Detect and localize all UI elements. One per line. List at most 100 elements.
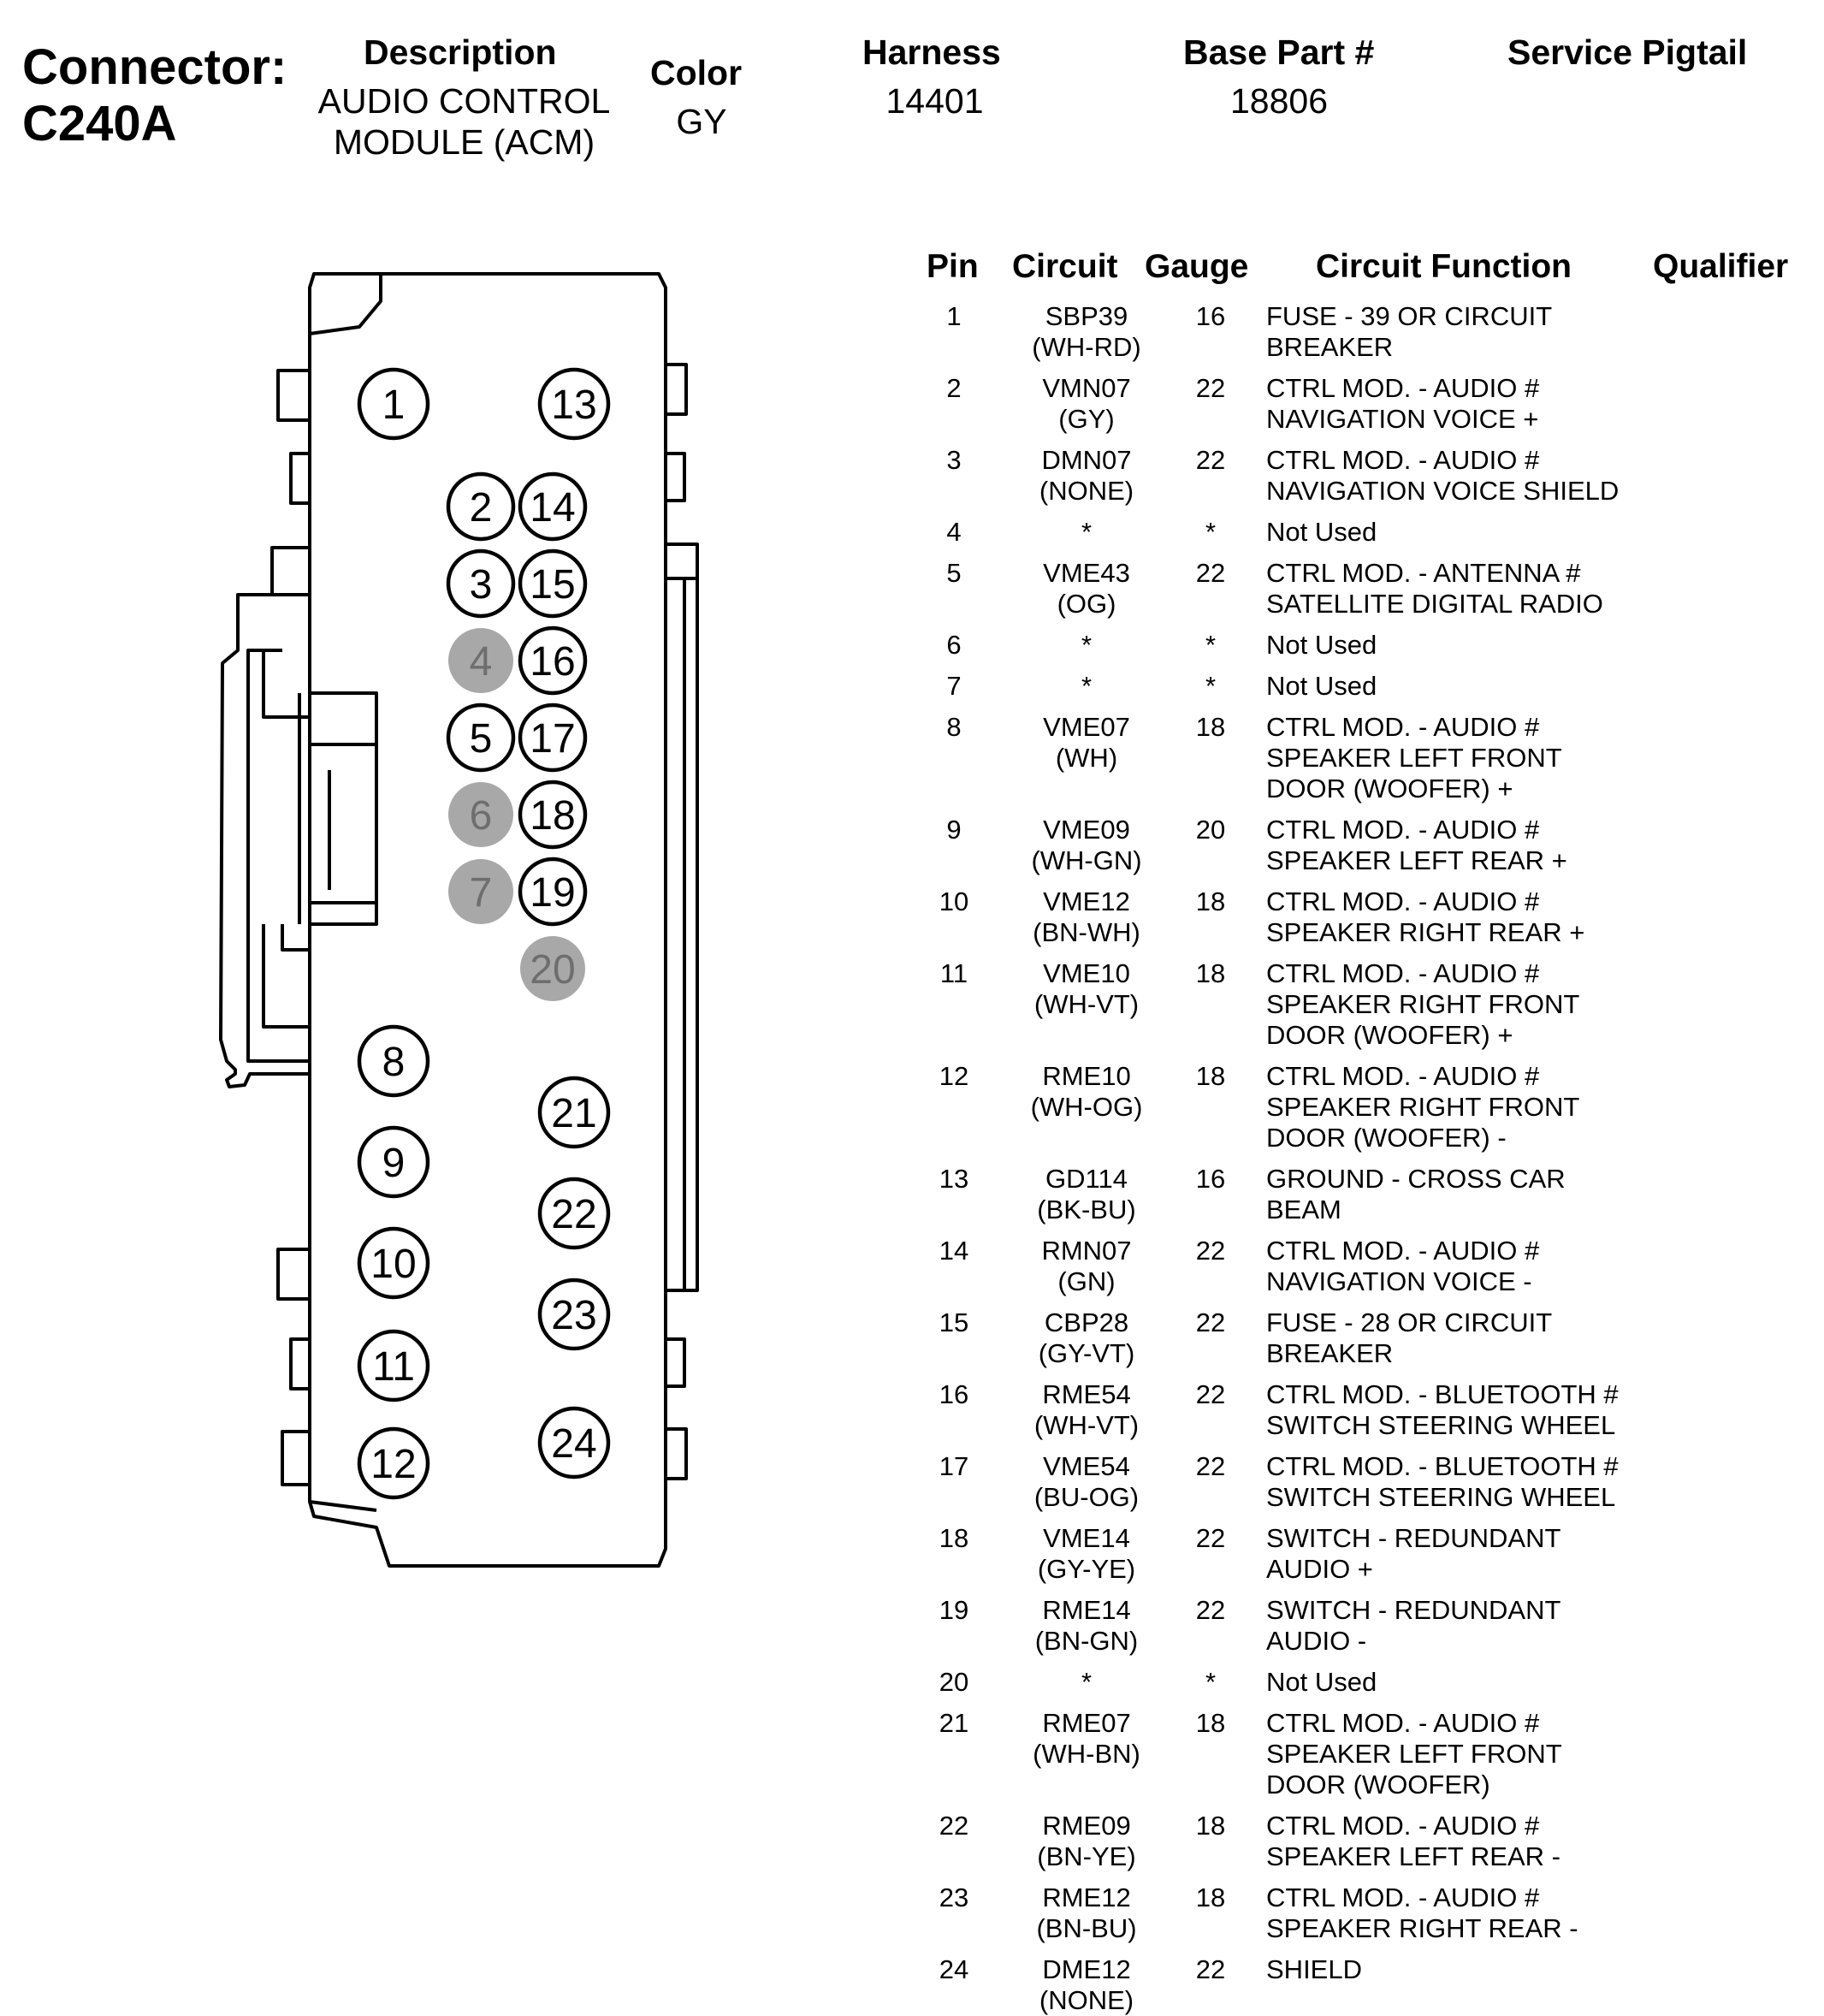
harness-value: 14401	[885, 81, 984, 121]
pin-cavity-circle	[537, 1406, 611, 1479]
circuit-id: CBP28	[1044, 1307, 1129, 1337]
pin-gauge: 18	[1195, 1061, 1226, 1091]
pin-number: 22	[939, 1811, 969, 1841]
pin-cavity-label: 21	[551, 1091, 596, 1136]
pin-number: 21	[939, 1708, 969, 1738]
pin-cavity-label: 6	[470, 793, 493, 839]
pin-circuit: VME14(GY-YE)	[1001, 1523, 1172, 1585]
pin-cavity-label: 19	[530, 870, 575, 916]
pin-cavity-circle	[357, 1226, 430, 1300]
pin-cavity-circle	[446, 703, 516, 773]
pin-function: Not Used	[1266, 517, 1377, 547]
pin-gauge: 18	[1195, 1811, 1226, 1841]
pin-gauge: 22	[1195, 558, 1226, 588]
pin-cavity-circle	[520, 936, 585, 1001]
pin-cavity-circle	[537, 1076, 611, 1149]
pin-gauge: *	[1205, 517, 1217, 547]
pin-cavity-1: 1	[357, 367, 430, 441]
pin-cavity-15: 15	[518, 548, 588, 619]
pin-cavity-19: 19	[518, 857, 588, 927]
wire-color: (BN-BU)	[1036, 1913, 1137, 1943]
pin-cavity-label: 9	[382, 1141, 406, 1186]
pin-function: CTRL MOD. - AUDIO # NAVIGATION VOICE SHI…	[1266, 445, 1620, 506]
pin-circuit: VME09(WH-GN)	[1001, 815, 1172, 876]
circuit-id: GD114	[1045, 1164, 1128, 1194]
pin-cavity-label: 16	[530, 639, 575, 685]
pin-circuit: RME14(BN-GN)	[1001, 1595, 1172, 1657]
pin-cavity-label: 8	[382, 1040, 406, 1085]
pin-cavity-label: 5	[470, 716, 493, 762]
pin-cavity-7: 7	[448, 859, 513, 924]
pin-circuit: RME12(BN-BU)	[1001, 1883, 1172, 1944]
circuit-id: *	[1081, 1667, 1093, 1697]
right-tab-3	[664, 1337, 686, 1388]
pin-circuit: *	[1001, 671, 1172, 702]
pin-function: CTRL MOD. - AUDIO # SPEAKER LEFT REAR +	[1266, 815, 1567, 875]
pin-cavity-circle	[357, 1125, 430, 1199]
pin-circuit: *	[1001, 1667, 1172, 1698]
pin-cavity-label: 4	[470, 639, 493, 685]
pin-circuit: RMN07(GN)	[1001, 1236, 1172, 1297]
circuit-id: VME54	[1043, 1451, 1130, 1481]
left-tab-bottom-1	[276, 1248, 311, 1301]
housing-top-notch	[309, 276, 382, 335]
pin-cavity-20: 20	[520, 936, 585, 1001]
pin-circuit: CBP28(GY-VT)	[1001, 1307, 1172, 1369]
pin-function: FUSE - 39 OR CIRCUIT BREAKER	[1266, 301, 1553, 362]
pin-number: 17	[939, 1451, 969, 1481]
pin-cavity-21: 21	[537, 1076, 611, 1149]
description-label: Description	[364, 33, 557, 72]
pin-number: 8	[946, 712, 962, 742]
wire-color: (NONE)	[1039, 1985, 1134, 2015]
pin-function: SHIELD	[1266, 1954, 1362, 1984]
pin-number: 20	[939, 1667, 969, 1697]
pin-circuit: *	[1001, 517, 1172, 548]
circuit-id: RME14	[1042, 1595, 1131, 1625]
pin-cavity-label: 14	[530, 485, 575, 531]
pin-cavity-circle	[518, 780, 588, 850]
pin-number: 24	[939, 1954, 969, 1984]
pin-number: 10	[939, 886, 969, 916]
pin-cavity-circle	[357, 1024, 430, 1098]
right-tab-4	[664, 1427, 688, 1480]
pin-gauge: 22	[1195, 1954, 1226, 1984]
wire-color: (GY-YE)	[1037, 1554, 1136, 1584]
pin-gauge: 22	[1195, 1236, 1226, 1266]
pin-cavity-circle	[357, 367, 430, 441]
pin-cavity-17: 17	[518, 703, 588, 773]
pin-function: CTRL MOD. - ANTENNA # SATELLITE DIGITAL …	[1266, 558, 1603, 619]
pin-function: CTRL MOD. - AUDIO # SPEAKER LEFT FRONT D…	[1266, 1708, 1562, 1800]
wire-color: (WH)	[1055, 743, 1118, 773]
circuit-id: RMN07	[1041, 1236, 1132, 1266]
wire-color: (GY)	[1058, 404, 1115, 434]
pin-number: 2	[946, 373, 962, 403]
pin-cavity-3: 3	[446, 548, 516, 619]
connector-title: Connector: C240A	[22, 39, 287, 152]
pin-function: CTRL MOD. - AUDIO # SPEAKER LEFT REAR -	[1266, 1811, 1560, 1871]
pin-gauge: 18	[1195, 886, 1226, 916]
pin-number: 7	[946, 671, 962, 701]
pin-cavity-circle	[448, 859, 513, 924]
pin-circuit: VMN07(GY)	[1001, 373, 1172, 435]
circuit-id: *	[1081, 517, 1093, 547]
base-part-value: 18806	[1229, 81, 1328, 121]
wire-color: (BN-YE)	[1037, 1841, 1136, 1871]
pin-circuit: DMN07(NONE)	[1001, 445, 1172, 507]
wire-color: (GN)	[1057, 1266, 1116, 1296]
pin-cavity-label: 3	[470, 562, 493, 608]
wire-color: (WH-GN)	[1031, 845, 1142, 875]
left-latch-lower	[262, 924, 310, 1029]
pin-row: 7**Not Used	[907, 671, 1814, 702]
pin-cavity-11: 11	[357, 1329, 430, 1402]
pin-circuit: RME10(WH-OG)	[1001, 1061, 1172, 1123]
